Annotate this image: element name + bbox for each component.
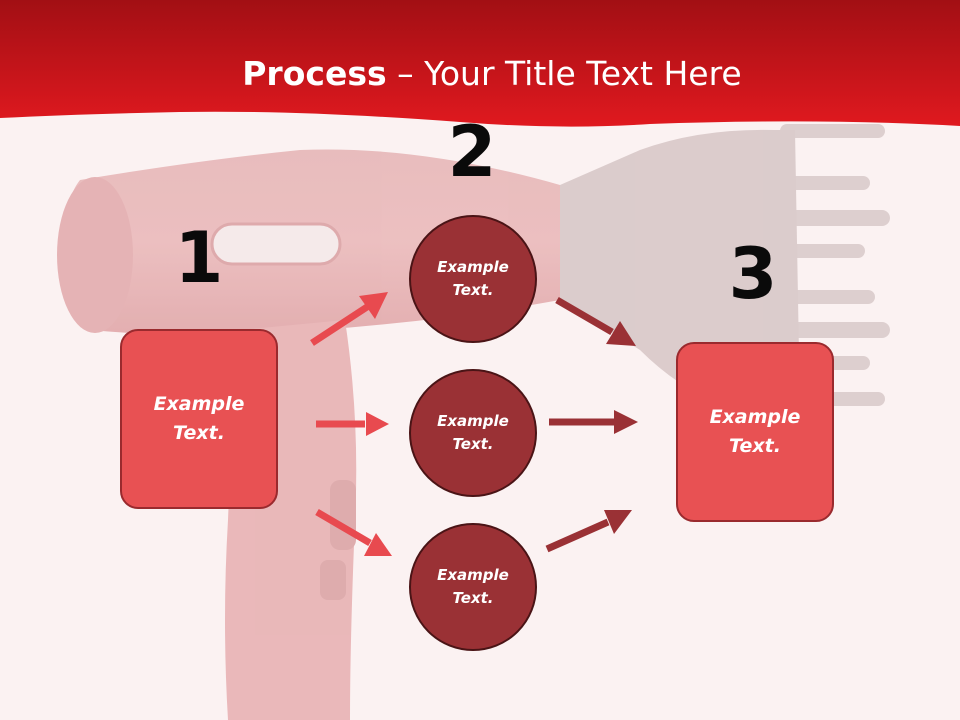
- step-2-circle-label: Example Text.: [437, 258, 509, 299]
- step-2-circle-middle: Example Text.: [409, 369, 537, 497]
- title-banner: [0, 0, 960, 127]
- arrow-1-to-2a: [310, 304, 369, 346]
- slide-title: Process – Your Title Text Here: [0, 52, 960, 96]
- step-2-circle-top: Example Text.: [409, 215, 537, 343]
- step-number-2: 2: [447, 111, 497, 193]
- step-number-1: 1: [174, 217, 224, 299]
- step-1-label: Example Text.: [153, 393, 245, 444]
- step-2-circle-bottom: Example Text.: [409, 523, 537, 651]
- arrow-2a-to-3: [555, 296, 614, 336]
- arrow-2c-to-3: [545, 518, 610, 553]
- step-number-3: 3: [728, 233, 778, 315]
- arrow-1-to-2c: [315, 508, 372, 547]
- step-3-box: Example Text.: [676, 342, 834, 522]
- step-2-circle-label: Example Text.: [437, 412, 509, 453]
- step-3-label: Example Text.: [709, 406, 801, 457]
- step-1-box: Example Text.: [120, 329, 278, 509]
- title-rest: – Your Title Text Here: [386, 54, 742, 93]
- title-bold: Process: [242, 54, 387, 93]
- arrowhead-1-to-2a: [359, 292, 388, 319]
- step-2-circle-label: Example Text.: [437, 566, 509, 607]
